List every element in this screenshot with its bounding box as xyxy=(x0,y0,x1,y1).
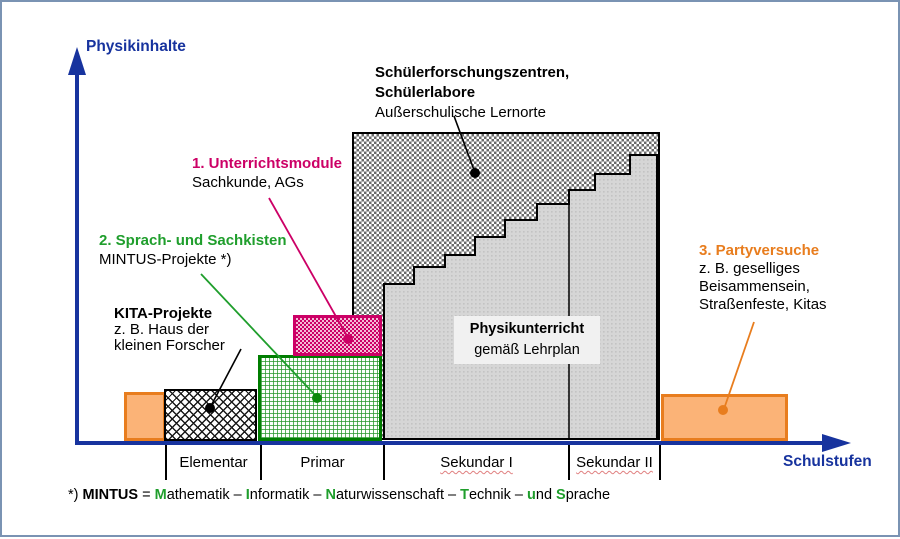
unterrichtsmodule-box xyxy=(293,315,382,356)
kita-label: KITA-Projekte z. B. Haus der kleinen For… xyxy=(114,306,225,354)
physikunterricht-label: Physikunterricht gemäß Lehrplan xyxy=(454,316,600,364)
y-axis-title: Physikinhalte xyxy=(86,38,186,55)
sprachkisten-subtitle: MINTUS-Projekte *) xyxy=(99,251,232,268)
partyversuche-label: 3. Partyversuche z. B. geselliges Beisam… xyxy=(699,242,827,314)
schuelerlabore-title-2: Schülerlabore xyxy=(375,84,476,101)
sprachkisten-box xyxy=(258,355,382,441)
x-axis-label-sekundar1: Sekundar I xyxy=(384,454,569,471)
footer-segment: prache xyxy=(565,487,611,503)
staircase-shape xyxy=(383,154,658,438)
partyversuche-box-left xyxy=(124,392,166,441)
x-axis-label-primar: Primar xyxy=(300,454,345,471)
partyversuche-line2: z. B. geselliges xyxy=(699,260,800,277)
footer-segment: S xyxy=(556,487,566,503)
footer-segment: M xyxy=(154,487,167,503)
footer-segment: echnik – xyxy=(468,487,528,503)
schuelerlabore-label: Schülerforschungszentren, Schülerlabore … xyxy=(375,63,569,123)
physikunterricht-staircase xyxy=(383,154,658,438)
footer-segment: aturwissenschaft – xyxy=(335,487,461,503)
footer-segment: nformatik – xyxy=(249,487,326,503)
partyversuche-line3: Beisammensein, xyxy=(699,278,810,295)
schuelerlabore-subtitle: Außerschulische Lernorte xyxy=(375,104,546,121)
footer-text: *) MINTUS = Mathematik – Informatik – Na… xyxy=(68,487,610,503)
sprachkisten-title: 2. Sprach- und Sachkisten xyxy=(99,232,287,249)
physikunterricht-title: Physikunterricht xyxy=(469,321,585,337)
kita-line3: kleinen Forscher xyxy=(114,337,225,354)
footer-segment: u xyxy=(527,487,536,503)
unterrichtsmodule-label: 1. Unterrichtsmodule Sachkunde, AGs xyxy=(192,154,342,192)
partyversuche-title: 3. Partyversuche xyxy=(699,242,820,259)
sekundar2-text: Sekundar II xyxy=(576,454,653,471)
partyversuche-line4: Straßenfeste, Kitas xyxy=(699,296,827,313)
footer-segment: T xyxy=(460,487,469,503)
x-axis-label-elementar: Elementar xyxy=(179,454,248,471)
y-axis-arrow-icon xyxy=(68,47,86,75)
footer-segment: nd xyxy=(535,487,557,503)
kita-projekte-box xyxy=(164,389,257,441)
kita-title: KITA-Projekte xyxy=(114,305,213,322)
unterrichtsmodule-title: 1. Unterrichtsmodule xyxy=(192,155,343,172)
x-axis-title: Schulstufen xyxy=(783,453,872,470)
footer-segment: = xyxy=(138,487,155,503)
schuelerlabore-title-1: Schülerforschungszentren, xyxy=(375,64,570,81)
partyversuche-box-right xyxy=(661,394,788,441)
kita-line2: z. B. Haus der xyxy=(114,321,210,338)
footer-segment: *) xyxy=(68,487,83,503)
footer-segment: athematik – xyxy=(166,487,246,503)
footer-segment: I xyxy=(245,487,250,503)
footer-segment: N xyxy=(325,487,336,503)
unterrichtsmodule-subtitle: Sachkunde, AGs xyxy=(192,174,304,191)
x-axis-arrow-icon xyxy=(822,434,851,452)
schuelerlabore-box xyxy=(352,132,660,440)
footer-segment: MINTUS xyxy=(82,487,139,503)
sekundar1-text: Sekundar I xyxy=(440,454,513,471)
x-axis-label-sekundar2: Sekundar II xyxy=(569,454,660,471)
physikunterricht-subtitle: gemäß Lehrplan xyxy=(474,342,580,358)
sprachkisten-label: 2. Sprach- und Sachkisten MINTUS-Projekt… xyxy=(99,231,287,269)
